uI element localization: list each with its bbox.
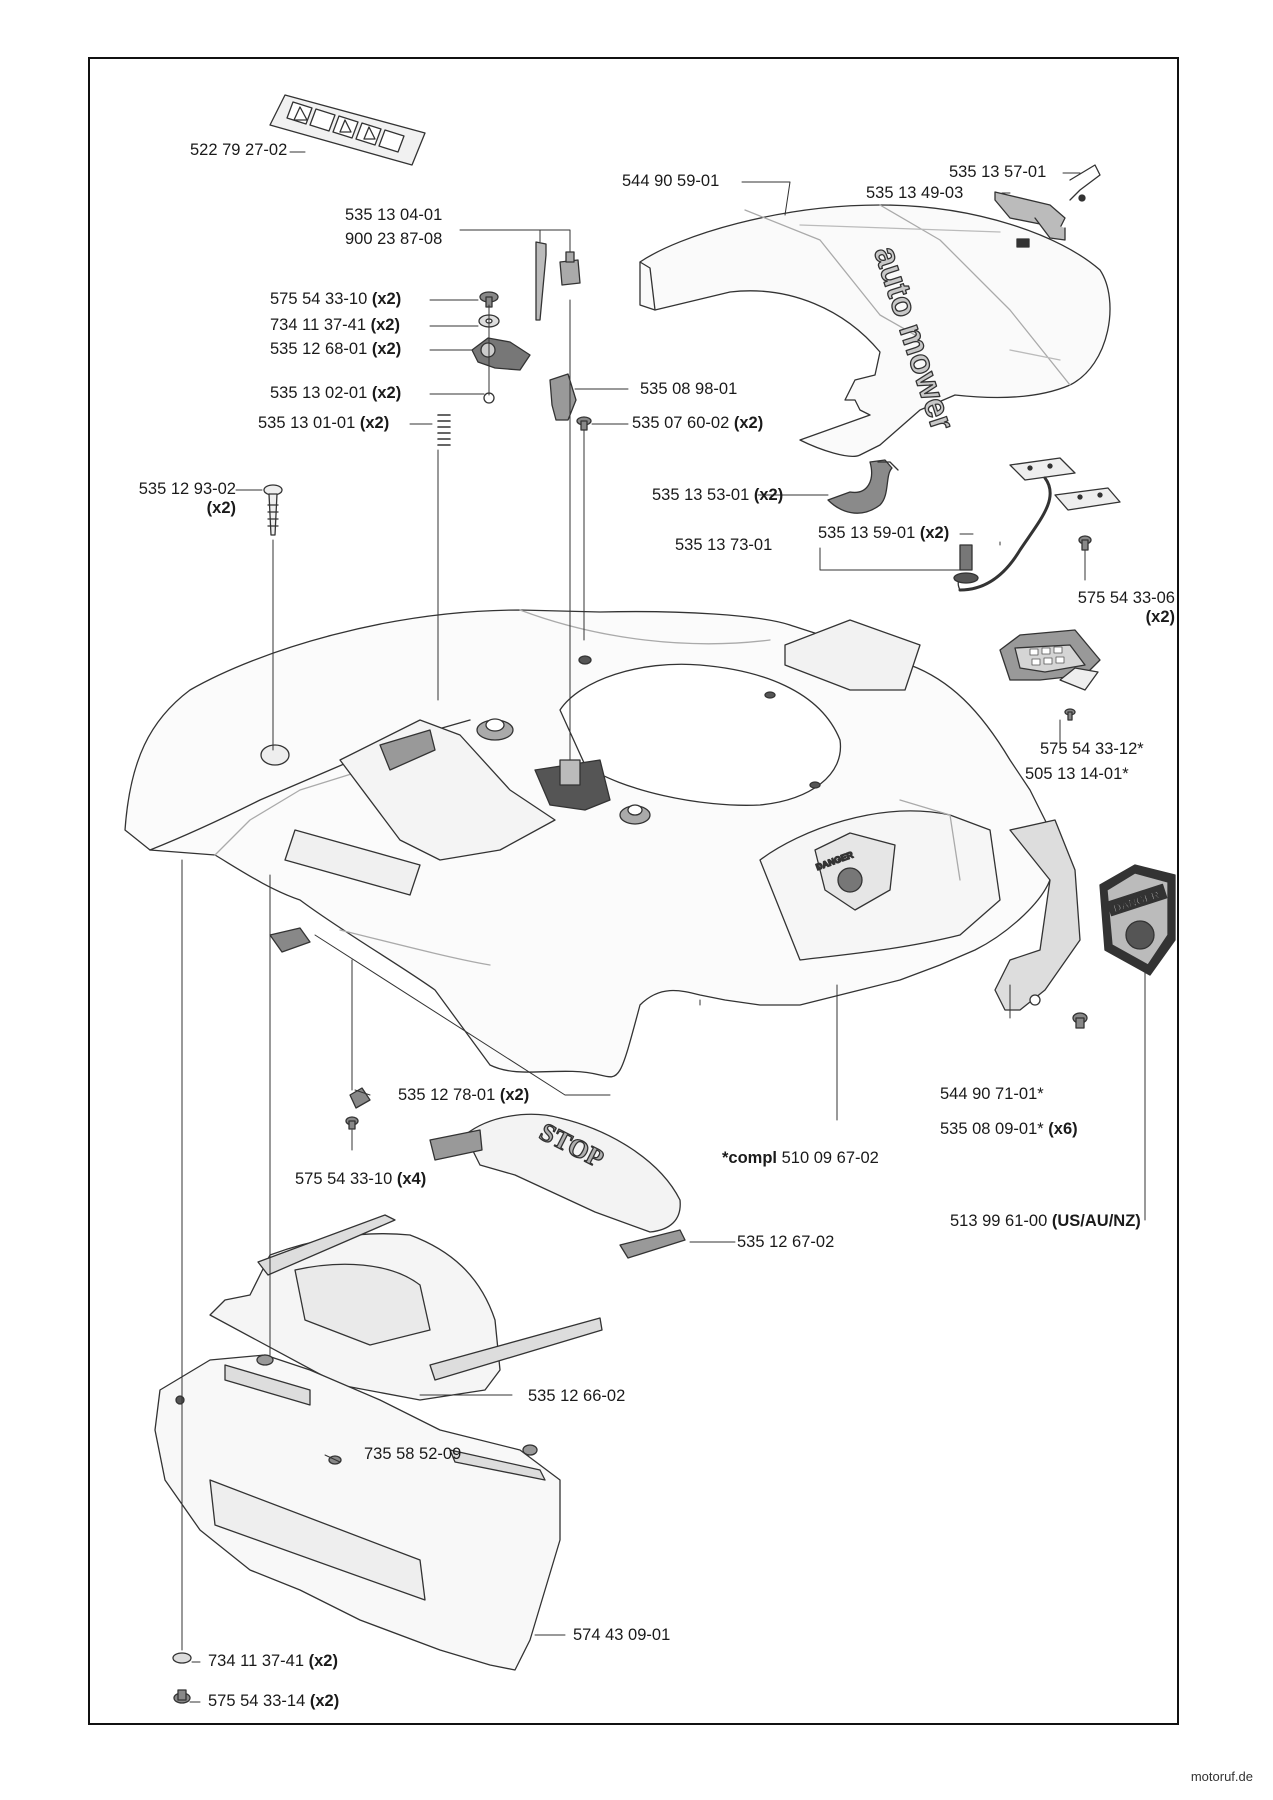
hinge-clip-part — [994, 164, 1101, 241]
part-label-535130201: 535 13 02-01 (x2) — [270, 384, 402, 402]
danger-label-part — [1099, 864, 1176, 976]
screw-535129302 — [263, 484, 283, 536]
diagram-frame — [88, 57, 1179, 1725]
part-label-575543314: 575 54 33-14 (x2) — [208, 1692, 340, 1710]
part-label-535135901: 535 13 59-01 (x2) — [818, 524, 950, 542]
cable-tie-535130401 — [535, 241, 547, 321]
pivot-clip-part — [269, 927, 371, 1109]
stop-cover-part — [429, 1113, 686, 1259]
part-label-575543310-x4: 575 54 33-10 (x4) — [295, 1170, 427, 1188]
part-label-535137301: 535 13 73-01 — [675, 536, 773, 554]
part-label-505131401: 505 13 14-01* — [1025, 765, 1129, 783]
part-label-544905901: 544 90 59-01 — [622, 172, 720, 190]
rear-lid-part — [209, 1214, 603, 1401]
part-label-535127801: 535 12 78-01 (x2) — [398, 1086, 530, 1104]
body-shell-part — [124, 609, 1051, 1078]
part-label-535135701: 535 13 57-01 — [949, 163, 1047, 181]
part-label-734113741-x2: 734 11 37-41 (x2) — [270, 316, 400, 334]
part-label-544907101: 544 90 71-01* — [940, 1085, 1044, 1103]
front-bumper-part — [154, 1354, 561, 1671]
part-label-575543306: 575 54 33-06(x2) — [1077, 589, 1175, 626]
screw-575543310 — [479, 291, 499, 308]
spring-535130101 — [437, 414, 451, 446]
part-label-575543312: 575 54 33-12* — [1040, 740, 1144, 758]
screw-575543312 — [1064, 708, 1076, 721]
part-label-535134903: 535 13 49-03 — [866, 184, 964, 202]
part-label-522792702: 522 79 27-02 — [190, 141, 288, 159]
side-plate-part — [994, 819, 1081, 1011]
latch-535126801 — [471, 337, 531, 371]
top-cover-part — [639, 204, 1111, 457]
watermark-logo: motoruf.de — [1190, 1769, 1253, 1784]
part-label-535130401: 535 13 04-01 — [345, 206, 443, 224]
screw-535076002 — [576, 416, 592, 431]
part-label-535126702: 535 12 67-02 — [737, 1233, 835, 1251]
part-label-compl-510096702: *compl 510 09 67-02 — [722, 1149, 879, 1167]
part-label-735585209: 735 58 52-09 — [364, 1445, 462, 1463]
part-label-734113741-b: 734 11 37-41 (x2) — [208, 1652, 338, 1670]
cable-bracket-part — [953, 457, 1121, 592]
screw-575543314 — [173, 1689, 191, 1704]
part-label-535076002: 535 07 60-02 (x2) — [632, 414, 764, 432]
screw-575543310b — [345, 1116, 359, 1130]
washer-734113741b — [172, 1652, 192, 1664]
screw-535080901 — [1072, 1012, 1088, 1029]
screw-575543306 — [1078, 535, 1092, 551]
keypad-cover-part — [999, 629, 1101, 691]
part-label-535089801: 535 08 98-01 — [640, 380, 738, 398]
part-label-574430901: 574 43 09-01 — [573, 1626, 671, 1644]
part-label-535080901: 535 08 09-01* (x6) — [940, 1120, 1078, 1138]
warning-decal-part — [269, 94, 426, 166]
part-label-535135301: 535 13 53-01 (x2) — [652, 486, 784, 504]
leader-lines — [181, 151, 1146, 1703]
part-label-535126602: 535 12 66-02 — [528, 1387, 626, 1405]
holder-535089801 — [549, 373, 577, 421]
part-label-575543310-x2: 575 54 33-10 (x2) — [270, 290, 402, 308]
part-label-535126801: 535 12 68-01 (x2) — [270, 340, 402, 358]
part-label-513996100: 513 99 61-00 (US/AU/NZ) — [950, 1212, 1141, 1230]
part-label-535129302: 535 12 93-02(x2) — [138, 480, 236, 517]
front-holder-part — [827, 459, 899, 514]
part-label-900238708: 900 23 87-08 — [345, 230, 443, 248]
cable-clip-900238708 — [559, 251, 581, 286]
part-label-535130101: 535 13 01-01 (x2) — [258, 414, 390, 432]
